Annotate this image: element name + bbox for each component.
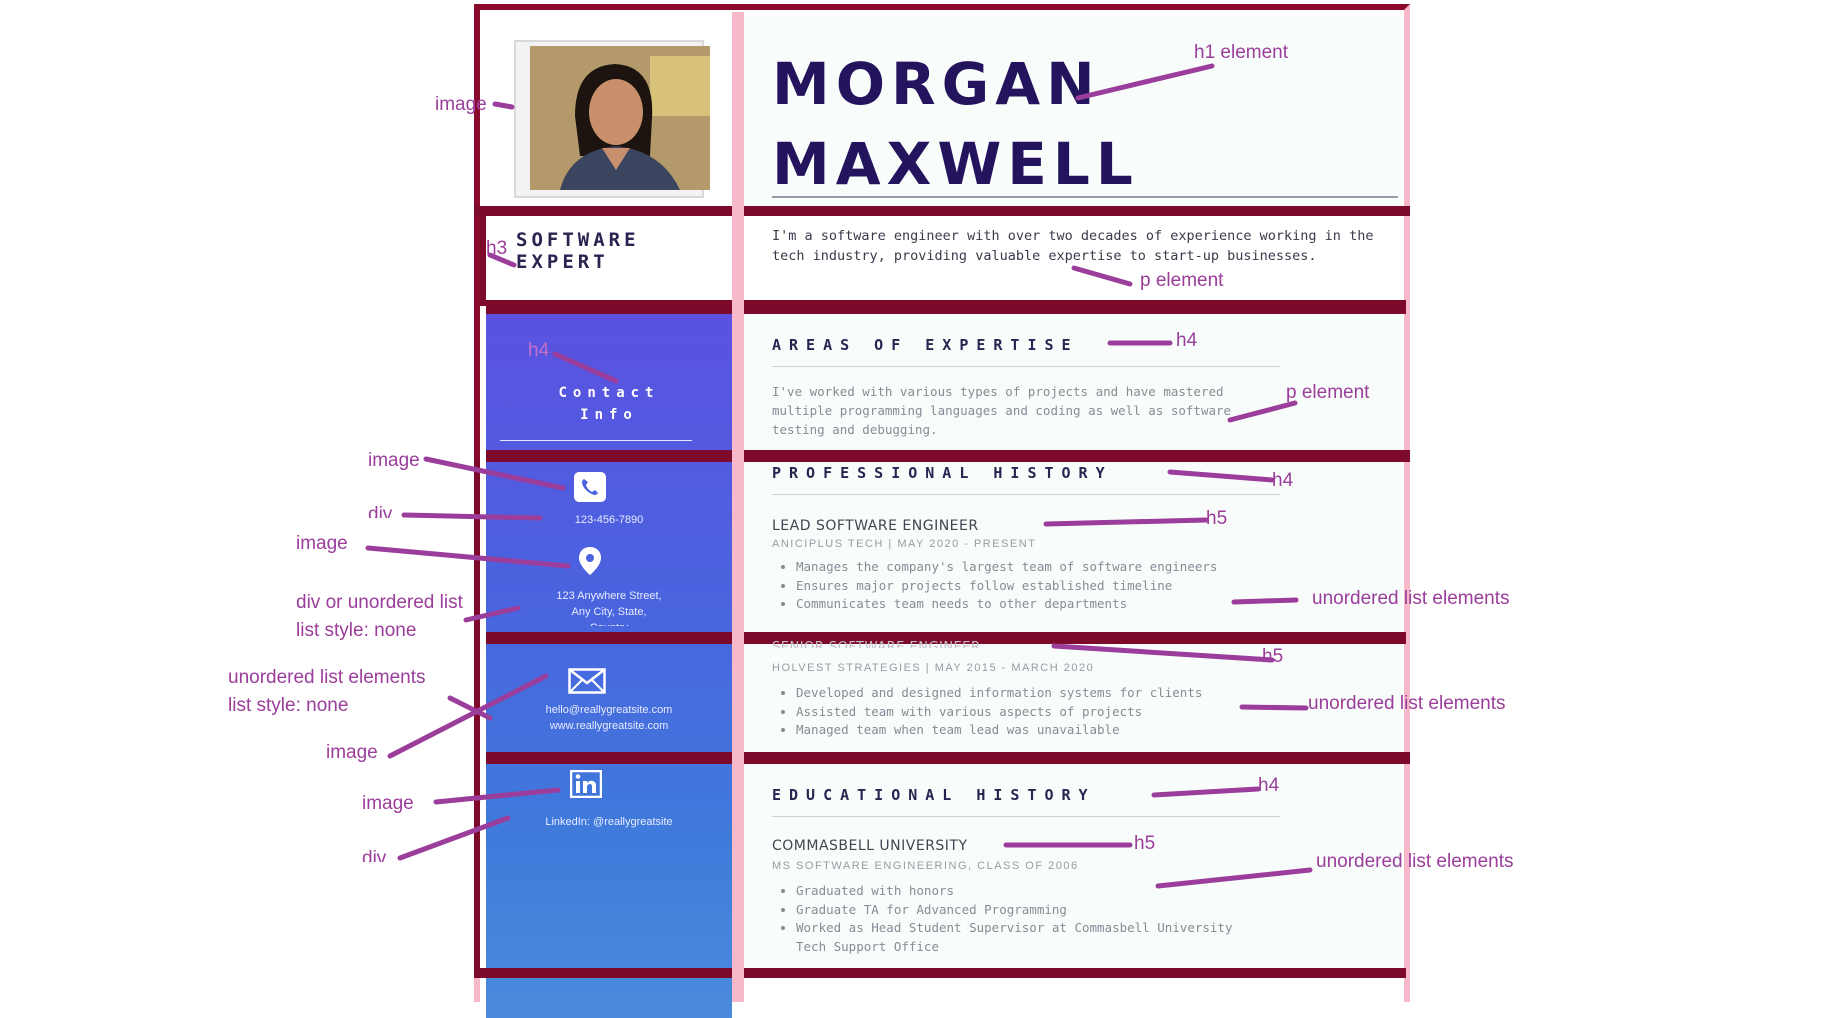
list-item: Graduated with honors (796, 882, 1266, 901)
address-line2: Any City, State, (571, 606, 647, 618)
list-item: Manages the company's largest team of so… (796, 558, 1396, 577)
list-item: Graduate TA for Advanced Programming (796, 901, 1266, 920)
annotation-div-linkedin: div (362, 848, 387, 862)
annotation-ul-email: unordered list elements list style: none (228, 664, 426, 720)
divider-bar (474, 206, 1410, 216)
email-website: hello@reallygreatsite.com www.reallygrea… (486, 702, 732, 734)
address-line1: 123 Anywhere Street, (556, 590, 662, 602)
annotation-ul-2: unordered list elements (1308, 693, 1506, 714)
annotation-h4-professional: h4 (1272, 470, 1294, 491)
annotation-image-phone: image (368, 450, 420, 471)
professional-heading: PROFESSIONAL HISTORY (772, 464, 1113, 482)
degree-meta: MS SOFTWARE ENGINEERING, CLASS OF 2006 (772, 860, 1079, 872)
annotation-h3: h3 (486, 238, 508, 259)
annotation-image-photo: image (435, 94, 487, 115)
job-title: SOFTWARE EXPERT (516, 230, 640, 272)
job-meta-1: ANICIPLUS TECH | MAY 2020 - PRESENT (772, 538, 1037, 550)
column-separator (732, 12, 744, 1002)
phone-number[interactable]: 123-456-7890 (574, 514, 644, 526)
education-heading: EDUCATIONAL HISTORY (772, 786, 1096, 804)
annotation-image-linkedin: image (362, 793, 414, 814)
address: 123 Anywhere Street, Any City, State, Co… (486, 588, 732, 626)
annotation-div-or-ul-line2: list style: none (296, 620, 417, 641)
annotation-h5-senior: h5 (1262, 646, 1284, 667)
job-title-2: SENIOR SOFTWARE ENGINEER (772, 640, 981, 648)
divider-bar (744, 300, 1406, 314)
list-item: Managed team when team lead was unavaila… (796, 721, 1396, 740)
annotation-image-email: image (326, 742, 378, 763)
address-line3: Country (486, 620, 732, 626)
annotation-div-or-ul: div or unordered list list style: none (296, 589, 463, 645)
job-title-line2: EXPERT (516, 251, 609, 273)
annotation-h5-lead: h5 (1206, 508, 1228, 529)
intro-paragraph: I'm a software engineer with over two de… (772, 228, 1374, 264)
annotation-h5-school: h5 (1134, 833, 1156, 854)
education-section (744, 764, 1402, 968)
annotation-h4-contact: h4 (528, 340, 550, 361)
job-bullets-1: Manages the company's largest team of so… (776, 558, 1396, 614)
location-pin-icon (578, 546, 602, 576)
contact-rule (500, 440, 692, 441)
list-item: Assisted team with various aspects of pr… (796, 703, 1396, 722)
contact-heading-line1: Contact (558, 385, 660, 401)
name-first: MORGAN (772, 50, 1101, 118)
profile-photo (530, 46, 710, 190)
annotation-ul-email-line1: unordered list elements (228, 667, 426, 688)
contact-heading: Contact Info (486, 382, 732, 426)
list-item: Communicates team needs to other departm… (796, 595, 1396, 614)
name-last: MAXWELL (772, 130, 1139, 198)
divider-bar (744, 968, 1406, 978)
annotation-ul-3: unordered list elements (1316, 851, 1514, 872)
contact-heading-line2: Info (580, 407, 638, 423)
linkedin-handle[interactable]: LinkedIn: @reallygreatsite (545, 816, 673, 828)
mail-icon (568, 668, 606, 694)
divider-bar (474, 460, 480, 970)
annotation-ul-email-line2: list style: none (228, 695, 349, 716)
expertise-paragraph: I've worked with various types of projec… (772, 384, 1232, 437)
annotation-p2: p element (1286, 382, 1370, 403)
school-name: COMMASBELL UNIVERSITY (772, 838, 968, 854)
annotation-p1: p element (1140, 270, 1224, 291)
education-rule (772, 816, 1280, 817)
divider-bar (480, 206, 486, 306)
divider-bar (744, 632, 1406, 644)
linkedin-icon (569, 769, 603, 799)
job-title-1: LEAD SOFTWARE ENGINEER (772, 518, 979, 534)
job-bullets-2: Developed and designed information syste… (776, 684, 1396, 740)
education-bullets: Graduated with honors Graduate TA for Ad… (776, 882, 1266, 956)
annotation-div-or-ul-line1: div or unordered list (296, 592, 463, 613)
email-link[interactable]: hello@reallygreatsite.com (545, 704, 673, 716)
divider-bar (486, 632, 732, 644)
divider-bar (486, 300, 732, 314)
header-section (744, 16, 1402, 206)
divider-bar (486, 752, 1410, 764)
divider-bar (474, 968, 732, 978)
annotation-h1: h1 element (1194, 42, 1289, 63)
list-item: Worked as Head Student Supervisor at Com… (796, 919, 1266, 956)
expertise-section (744, 314, 1402, 450)
phone-icon (574, 472, 606, 502)
annotation-ul-1: unordered list elements (1312, 588, 1510, 609)
job-meta-2: HOLVEST STRATEGIES | MAY 2015 - MARCH 20… (772, 662, 1095, 674)
list-item: Ensures major projects follow establishe… (796, 577, 1396, 596)
annotation-div-phone: div (368, 504, 393, 518)
expertise-heading: AREAS OF EXPERTISE (772, 336, 1079, 354)
name-underline (772, 196, 1398, 198)
professional-rule (772, 494, 1280, 495)
candidate-name: MORGAN MAXWELL (772, 44, 1139, 204)
annotation-image-pin: image (296, 533, 348, 554)
annotation-h4-expertise: h4 (1176, 330, 1198, 351)
job-title-line1: SOFTWARE (516, 229, 640, 251)
expertise-rule (772, 366, 1280, 367)
list-item: Developed and designed information syste… (796, 684, 1396, 703)
divider-bar (486, 450, 1410, 462)
contact-panel (486, 314, 732, 1018)
website-link[interactable]: www.reallygreatsite.com (549, 720, 669, 732)
annotation-h4-education: h4 (1258, 775, 1280, 796)
